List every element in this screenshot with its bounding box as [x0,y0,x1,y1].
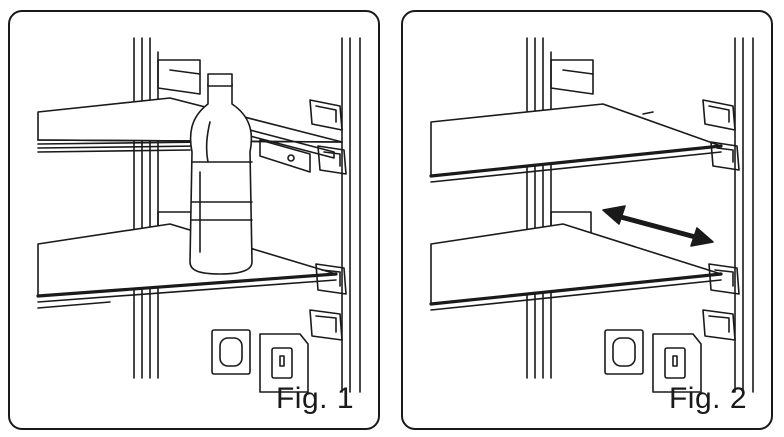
shelf-bracket-icon [702,99,740,341]
light-switch-icon [211,329,309,393]
wall-rails [526,37,754,393]
figure-label: Fig. 2 [668,382,747,415]
shelf-bracket-icon [309,99,347,341]
figure-panel-2: Fig. 2 [401,10,773,430]
lower-glass-shelf [36,223,338,309]
upper-glass-shelf [429,103,723,183]
lower-glass-shelf [429,223,723,311]
fridge-interior-illustration-1 [36,37,361,393]
figure-label: Fig. 1 [275,382,354,415]
light-switch-icon [604,329,702,393]
bottle-icon [189,73,253,275]
double-arrow-icon [602,205,714,247]
figure-panel-1: Fig. 1 [8,10,380,430]
fridge-interior-illustration-2 [429,37,754,393]
